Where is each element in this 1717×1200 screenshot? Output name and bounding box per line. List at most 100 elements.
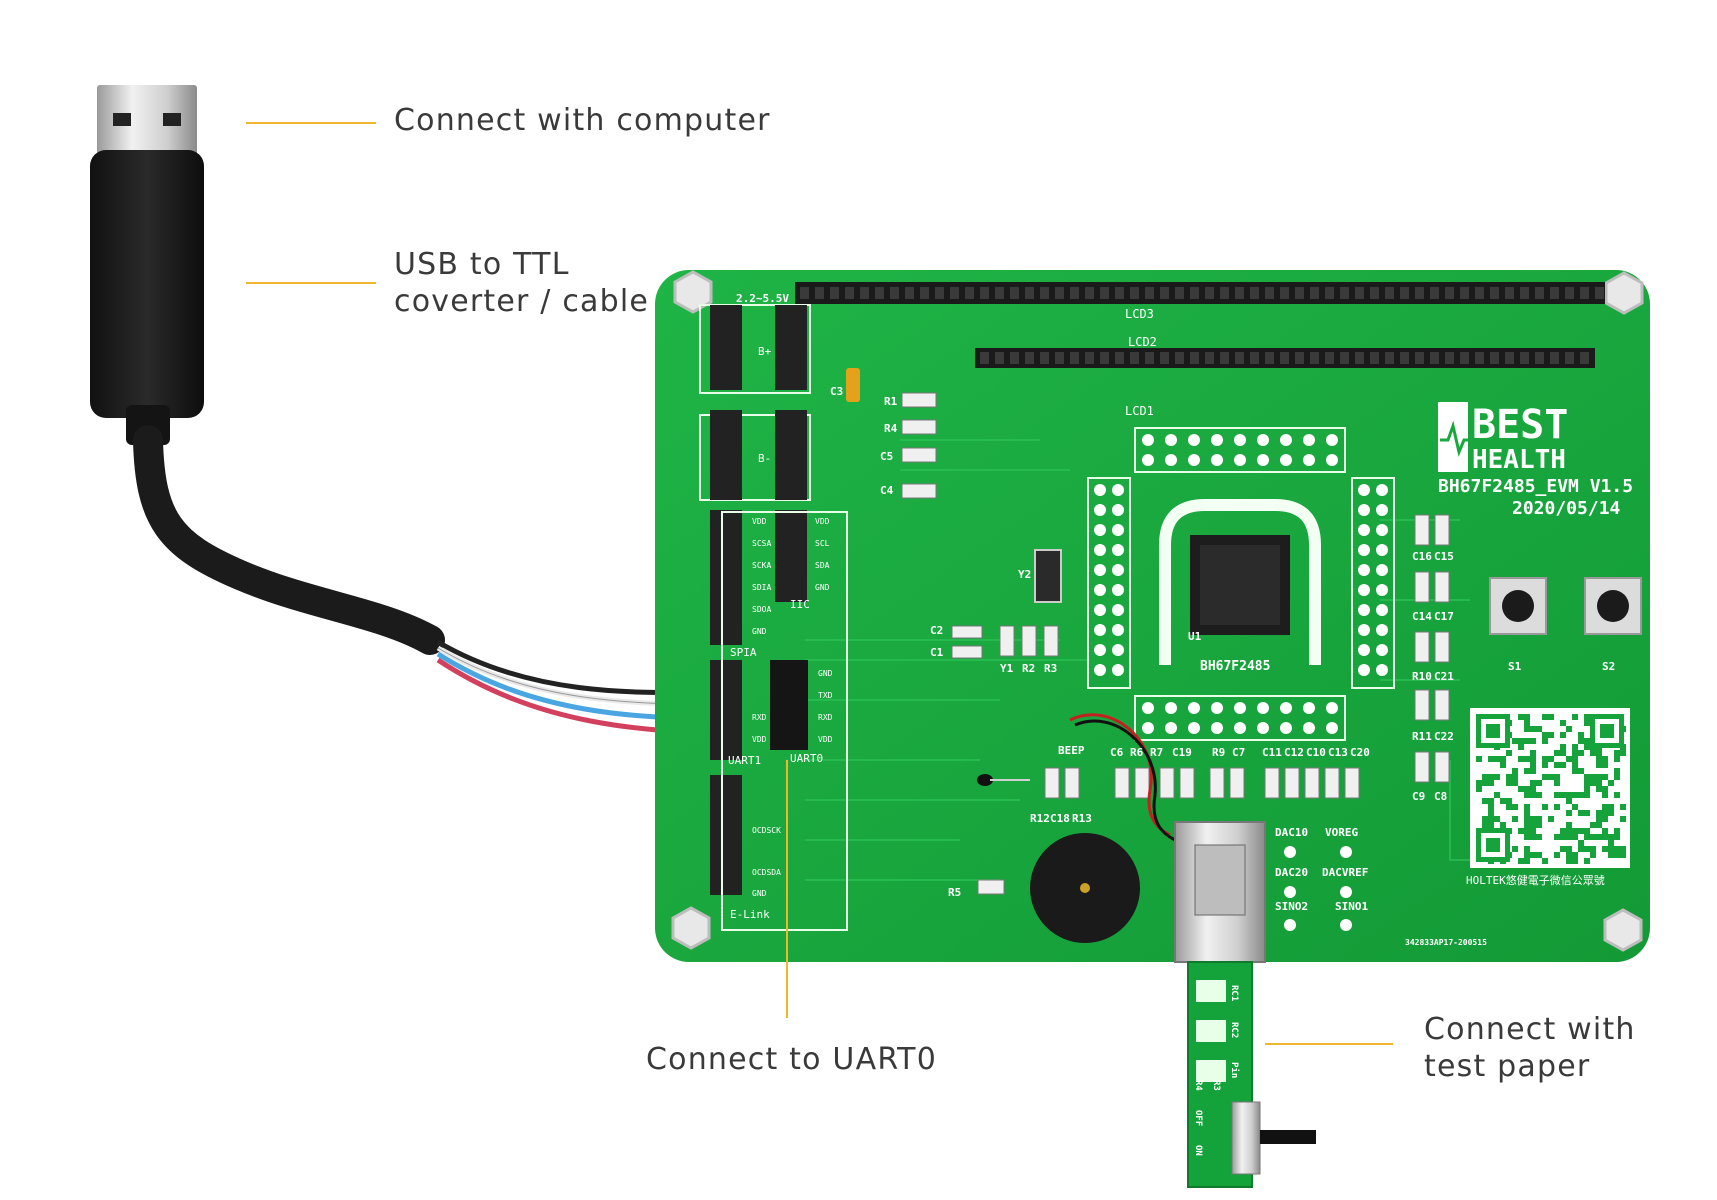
componentLabel-8: Y1 — [1000, 662, 1014, 675]
callout-test-paper: Connect with test paper — [1424, 1011, 1636, 1085]
qr-caption: HOLTEK悠健電子微信公眾號 — [1466, 873, 1605, 887]
componentLabel-42: C9 — [1412, 790, 1425, 803]
componentLabel-37: C17 — [1434, 610, 1454, 623]
chip-name: BH67F2485 — [1200, 659, 1270, 674]
componentLabel-14: C18 — [1050, 812, 1070, 825]
lcdLabel-1: LCD2 — [1128, 335, 1157, 349]
pinLabel-10: GND — [818, 669, 833, 678]
componentLabel-36: C14 — [1412, 610, 1432, 623]
leader-line-cable — [246, 282, 376, 284]
pinLabel-3: SDIA — [752, 583, 771, 592]
pinLabel-16: OCDSCK — [752, 826, 781, 835]
componentLabel-25: C10 — [1306, 746, 1326, 759]
lcdLabel-0: LCD3 — [1125, 307, 1154, 321]
stripLabel-3: R3 — [1211, 1080, 1221, 1091]
voltage-label: 2.2~5.5V — [736, 292, 789, 305]
brand-line2: HEALTH — [1472, 445, 1566, 475]
componentLabel-35: C15 — [1434, 550, 1454, 563]
brand-line1: BEST — [1472, 402, 1568, 448]
callout-usb-ttl-line1: USB to TTL — [394, 247, 570, 282]
pinLabel-9: GND — [815, 583, 830, 592]
componentLabel-21: R9 — [1212, 746, 1225, 759]
componentLabel-34: C16 — [1412, 550, 1432, 563]
componentLabel-27: C20 — [1350, 746, 1370, 759]
headerLabel-1: B- — [758, 452, 771, 465]
pinLabel-18: GND — [752, 889, 767, 898]
pinLabel-15: VDD — [752, 735, 767, 744]
pinLabel-4: SDOA — [752, 605, 771, 614]
componentLabel-12: BEEP — [1058, 744, 1085, 757]
componentLabel-41: C22 — [1434, 730, 1454, 743]
componentLabel-40: R11 — [1412, 730, 1432, 743]
pinLabel-5: GND — [752, 627, 767, 636]
componentLabel-9: R2 — [1022, 662, 1035, 675]
componentLabel-19: R7 — [1150, 746, 1163, 759]
componentLabel-17: C6 — [1110, 746, 1124, 759]
componentLabel-1: R1 — [884, 395, 898, 408]
componentLabel-15: R13 — [1072, 812, 1092, 825]
componentLabel-13: R12 — [1030, 812, 1050, 825]
board-date: 2020/05/14 — [1512, 498, 1621, 519]
componentLabel-0: C3 — [830, 385, 843, 398]
stripLabel-6: ON — [1193, 1145, 1203, 1156]
componentLabel-11: U1 — [1188, 630, 1202, 643]
serial-number: 342833AP17-200515 — [1405, 938, 1487, 947]
componentLabel-2: R4 — [884, 422, 898, 435]
headerLabel-5: UART0 — [790, 752, 823, 765]
componentLabel-23: C11 — [1262, 746, 1282, 759]
pinLabel-1: SCSA — [752, 539, 771, 548]
componentLabel-39: C21 — [1434, 670, 1454, 683]
usb-plug-icon — [90, 85, 204, 445]
stripLabel-2: Pin — [1229, 1062, 1240, 1078]
pinLabel-11: TXD — [818, 691, 833, 700]
lcdLabel-2: LCD1 — [1125, 404, 1154, 418]
leader-line-computer — [246, 122, 376, 124]
componentLabel-38: R10 — [1412, 670, 1432, 683]
headerLabel-2: SPIA — [730, 646, 757, 659]
pinLabel-7: SCL — [815, 539, 830, 548]
pinLabel-6: VDD — [815, 517, 830, 526]
componentLabel-20: C19 — [1172, 746, 1192, 759]
componentLabel-22: C7 — [1232, 746, 1245, 759]
callout-test-paper-line2: test paper — [1424, 1049, 1591, 1084]
leader-line-uart — [786, 760, 788, 1018]
pinLabel-17: OCDSDA — [752, 868, 781, 877]
componentLabel-7: C1 — [930, 646, 944, 659]
componentLabel-28: DAC10 — [1275, 826, 1308, 839]
componentLabel-16: R5 — [948, 886, 961, 899]
pinLabel-13: VDD — [818, 735, 833, 744]
pcb-board — [655, 270, 1650, 1188]
pinLabel-12: RXD — [818, 713, 833, 722]
componentLabel-3: C5 — [880, 450, 893, 463]
componentLabel-32: SINO2 — [1275, 900, 1308, 913]
callout-usb-ttl: USB to TTL coverter / cable — [394, 246, 649, 320]
componentLabel-33: SINO1 — [1335, 900, 1368, 913]
componentLabel-44: S1 — [1508, 660, 1522, 673]
callout-test-paper-line1: Connect with — [1424, 1012, 1636, 1047]
componentLabel-18: R6 — [1130, 746, 1144, 759]
stripLabel-5: OFF — [1193, 1110, 1203, 1126]
stripLabel-0: RC1 — [1229, 985, 1239, 1001]
pinLabel-8: SDA — [815, 561, 830, 570]
componentLabel-45: S2 — [1602, 660, 1615, 673]
componentLabel-4: C4 — [880, 484, 894, 497]
headerLabel-0: B+ — [758, 345, 772, 358]
componentLabel-26: C13 — [1328, 746, 1348, 759]
callout-usb-ttl-line2: coverter / cable — [394, 284, 650, 319]
headerLabel-3: IIC — [790, 598, 810, 611]
componentLabel-6: C2 — [930, 624, 943, 637]
callout-connect-computer: Connect with computer — [394, 103, 771, 138]
board-model: BH67F2485_EVM V1.5 — [1438, 476, 1633, 497]
leader-line-test-paper — [1265, 1043, 1393, 1045]
callout-connect-uart0: Connect to UART0 — [646, 1042, 937, 1077]
componentLabel-30: DAC20 — [1275, 866, 1308, 879]
stripLabel-4: R4 — [1193, 1080, 1203, 1091]
pinLabel-0: VDD — [752, 517, 767, 526]
componentLabel-24: C12 — [1284, 746, 1304, 759]
componentLabel-43: C8 — [1434, 790, 1447, 803]
stripLabel-1: RC2 — [1229, 1022, 1239, 1038]
componentLabel-29: VOREG — [1325, 826, 1358, 839]
headerLabel-6: E-Link — [730, 908, 770, 921]
